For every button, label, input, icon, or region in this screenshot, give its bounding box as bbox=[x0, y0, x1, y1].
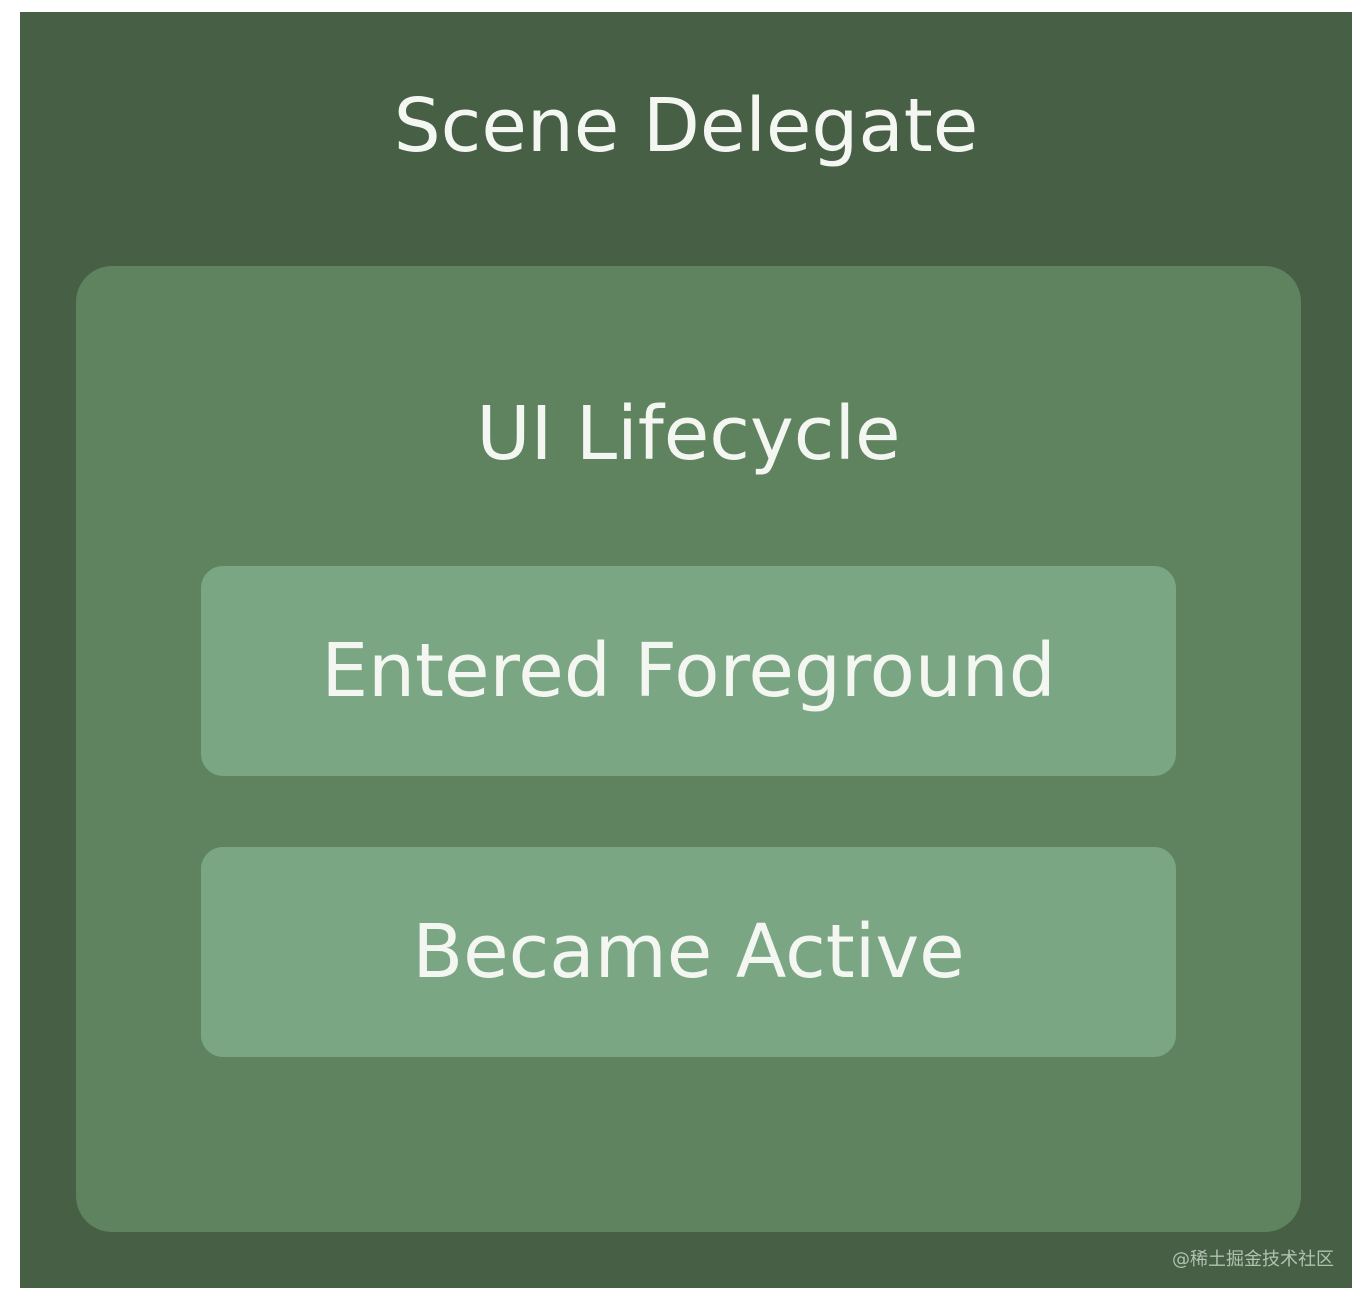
scene-delegate-title: Scene Delegate bbox=[393, 83, 979, 169]
state-became-active: Became Active bbox=[201, 847, 1176, 1057]
state-label: Became Active bbox=[412, 909, 965, 995]
ui-lifecycle-title: UI Lifecycle bbox=[476, 391, 901, 477]
state-entered-foreground: Entered Foreground bbox=[201, 566, 1176, 776]
watermark: @稀土掘金技术社区 bbox=[1172, 1249, 1334, 1270]
ui-lifecycle-container: UI Lifecycle Entered Foreground Became A… bbox=[76, 266, 1301, 1232]
scene-delegate-container: Scene Delegate UI Lifecycle Entered Fore… bbox=[20, 12, 1352, 1288]
state-label: Entered Foreground bbox=[321, 628, 1056, 714]
